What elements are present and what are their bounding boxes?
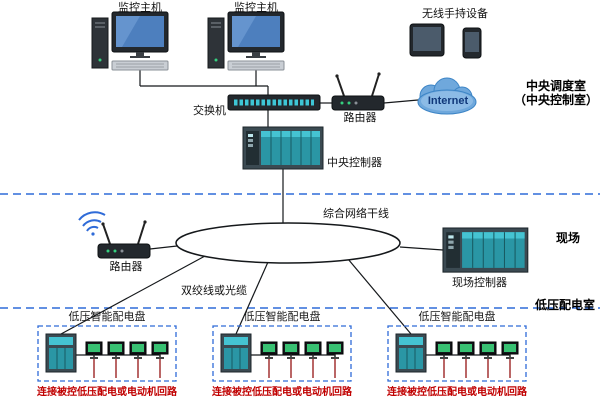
panel-3-monitor-icon bbox=[479, 341, 497, 360]
panel-1-monitor-icon bbox=[129, 341, 147, 360]
trunk-label: 综合网络干线 bbox=[323, 208, 389, 220]
zone-top-label-line1: 中央调度室 bbox=[525, 79, 586, 93]
panel-1-monitor-icon bbox=[151, 341, 169, 360]
desktop-computer-1-icon bbox=[91, 11, 169, 71]
cable-type-label: 双绞线或光缆 bbox=[181, 285, 247, 297]
line-trunk-panel3 bbox=[347, 258, 412, 335]
switch-icon bbox=[227, 94, 321, 111]
panel-2-caption: 连接被控低压配电或电动机回路 bbox=[212, 387, 352, 398]
panel-3-monitor-icon bbox=[501, 341, 519, 360]
router-top-icon bbox=[331, 71, 385, 111]
wireless-devices-label: 无线手持设备 bbox=[422, 8, 488, 20]
panel-1-title: 低压智能配电盘 bbox=[68, 311, 146, 323]
host2-label: 监控主机 bbox=[234, 2, 278, 14]
smartphone-icon bbox=[462, 27, 482, 59]
router-left-icon bbox=[97, 219, 151, 259]
line-trunk-routerleft bbox=[149, 245, 178, 250]
panel-2-monitor-icon bbox=[326, 341, 344, 360]
zone-top-label-line2: （中央控制室） bbox=[513, 93, 598, 107]
internet-cloud-icon bbox=[417, 77, 477, 115]
panel-3-monitor-icon bbox=[457, 341, 475, 360]
zone-bottom-label: 低压配电室 bbox=[534, 298, 595, 312]
network-trunk-ellipse bbox=[175, 222, 401, 264]
line-router-internet bbox=[383, 99, 419, 104]
tablet-icon bbox=[409, 23, 445, 57]
panel-3-caption: 连接被控低压配电或电动机回路 bbox=[387, 387, 527, 398]
line-trunk-fieldcontroller bbox=[399, 246, 444, 251]
wifi-icon bbox=[78, 211, 106, 236]
switch-label: 交换机 bbox=[193, 105, 226, 117]
internet-label: Internet bbox=[427, 95, 469, 107]
panel-3-title: 低压智能配电盘 bbox=[418, 311, 496, 323]
host1-label: 监控主机 bbox=[118, 2, 162, 14]
field-controller-icon bbox=[442, 227, 529, 273]
line-trunk-panel2 bbox=[235, 261, 269, 335]
router-left-label: 路由器 bbox=[109, 261, 143, 273]
panel-2-monitor-icon bbox=[304, 341, 322, 360]
panel-3 bbox=[387, 325, 527, 382]
field-controller-label: 现场控制器 bbox=[452, 277, 507, 289]
connection-lines bbox=[60, 70, 444, 335]
panel-2-title: 低压智能配电盘 bbox=[243, 311, 321, 323]
panel-3-monitor-icon bbox=[435, 341, 453, 360]
router-top-label: 路由器 bbox=[343, 112, 377, 124]
panel-2-monitor-icon bbox=[260, 341, 278, 360]
panel-1 bbox=[37, 325, 177, 382]
panel-2-cabinet-icon bbox=[220, 333, 252, 373]
panel-3-cabinet-icon bbox=[395, 333, 427, 373]
panel-1-cabinet-icon bbox=[45, 333, 77, 373]
panel-2-monitor-icon bbox=[282, 341, 300, 360]
zone-middle-label: 现场 bbox=[555, 231, 580, 245]
central-controller-icon bbox=[242, 126, 324, 170]
line-trunk-panel1 bbox=[60, 255, 206, 335]
central-controller-label: 中央控制器 bbox=[327, 157, 382, 169]
panel-1-caption: 连接被控低压配电或电动机回路 bbox=[37, 387, 177, 398]
panel-1-monitor-icon bbox=[85, 341, 103, 360]
desktop-computer-2-icon bbox=[207, 11, 285, 71]
panel-1-monitor-icon bbox=[107, 341, 125, 360]
panel-2 bbox=[212, 325, 352, 382]
